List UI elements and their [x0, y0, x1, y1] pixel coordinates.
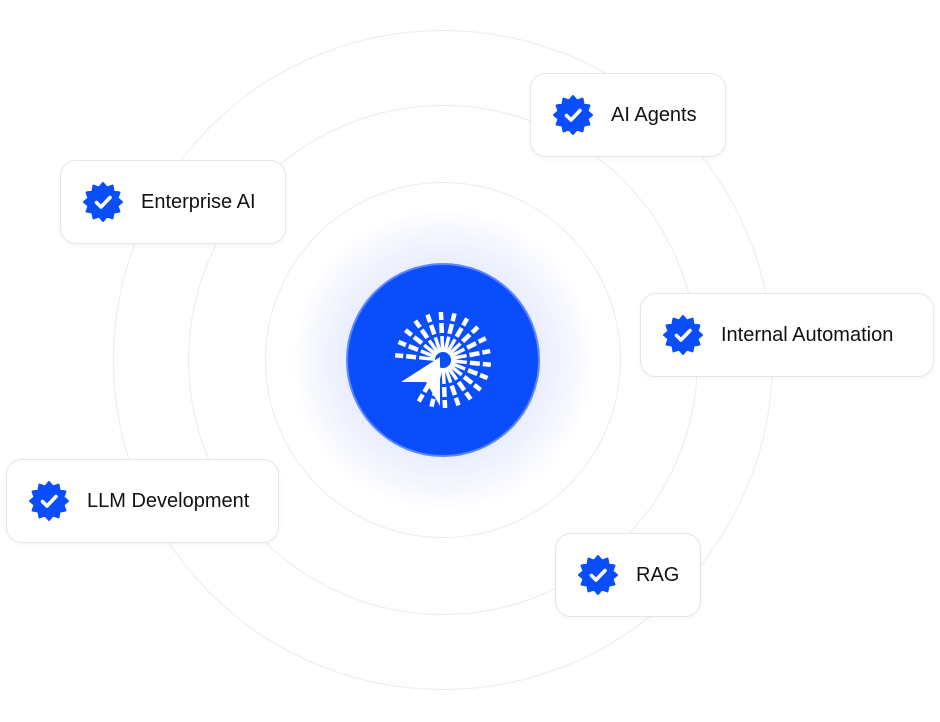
verified-badge-icon [663, 315, 703, 355]
feature-card-rag: RAG [555, 533, 701, 617]
feature-card-internal-automation: Internal Automation [640, 293, 934, 377]
verified-badge-icon [553, 95, 593, 135]
verified-badge-icon [29, 481, 69, 521]
verified-badge-icon [578, 555, 618, 595]
feature-card-llm-development: LLM Development [6, 459, 279, 543]
feature-label: RAG [636, 563, 680, 586]
feature-card-ai-agents: AI Agents [530, 73, 726, 157]
dotted-cursor-logo-icon [394, 311, 492, 409]
feature-label: Enterprise AI [141, 190, 256, 213]
feature-card-enterprise-ai: Enterprise AI [60, 160, 286, 244]
feature-label: LLM Development [87, 489, 250, 512]
feature-label: AI Agents [611, 103, 697, 126]
inner-orbit [265, 182, 621, 538]
verified-badge-icon [83, 182, 123, 222]
feature-label: Internal Automation [721, 323, 894, 346]
center-logo [346, 263, 540, 457]
